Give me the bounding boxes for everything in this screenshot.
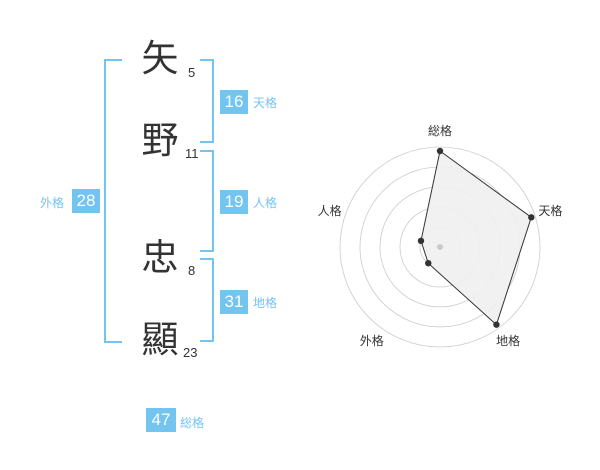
soukaku-value-box: 47 [146,408,176,432]
name-char-1: 矢 [141,37,179,80]
soukaku-label: 総格 [180,416,205,430]
radar-axis-label-5: 人格 [318,203,342,218]
radar-point-3 [493,321,500,328]
name-char-3: 忠 [141,236,179,279]
jinkaku-label: 人格 [253,196,278,210]
radar-shape [420,150,532,326]
radar-ring-5 [339,146,541,348]
stroke-count-4: 23 [183,345,198,360]
chikaku-label: 地格 [253,296,278,310]
radar-axis-label-2: 天格 [538,203,562,218]
radar-points [417,147,535,328]
tenkaku-label: 天格 [253,96,278,110]
jinkaku-bracket [200,150,214,252]
chikaku-bracket [200,258,214,342]
radar-axis-label-3: 地格 [496,333,520,348]
radar-point-5 [417,237,425,245]
chikaku-value-box: 31 [220,290,248,314]
radar-axis-label-4: 外格 [360,333,384,348]
tenkaku-value-box: 16 [220,90,248,114]
name-char-4: 顯 [141,318,179,361]
stroke-count-2: 11 [185,146,199,161]
radar-point-2 [528,214,535,221]
gaikaku-bracket [104,59,122,343]
tenkaku-bracket [200,59,214,143]
gaikaku-value-box: 28 [72,189,100,213]
radar-point-1 [436,147,444,155]
name-char-2: 野 [141,119,179,162]
stroke-count-3: 8 [188,263,196,278]
radar-center-dot [437,244,443,250]
radar-point-4 [425,259,432,267]
radar-axis-label-1: 総格 [428,123,452,138]
jinkaku-value-box: 19 [220,190,248,214]
gaikaku-label: 外格 [40,196,65,210]
stroke-count-1: 5 [188,65,196,80]
